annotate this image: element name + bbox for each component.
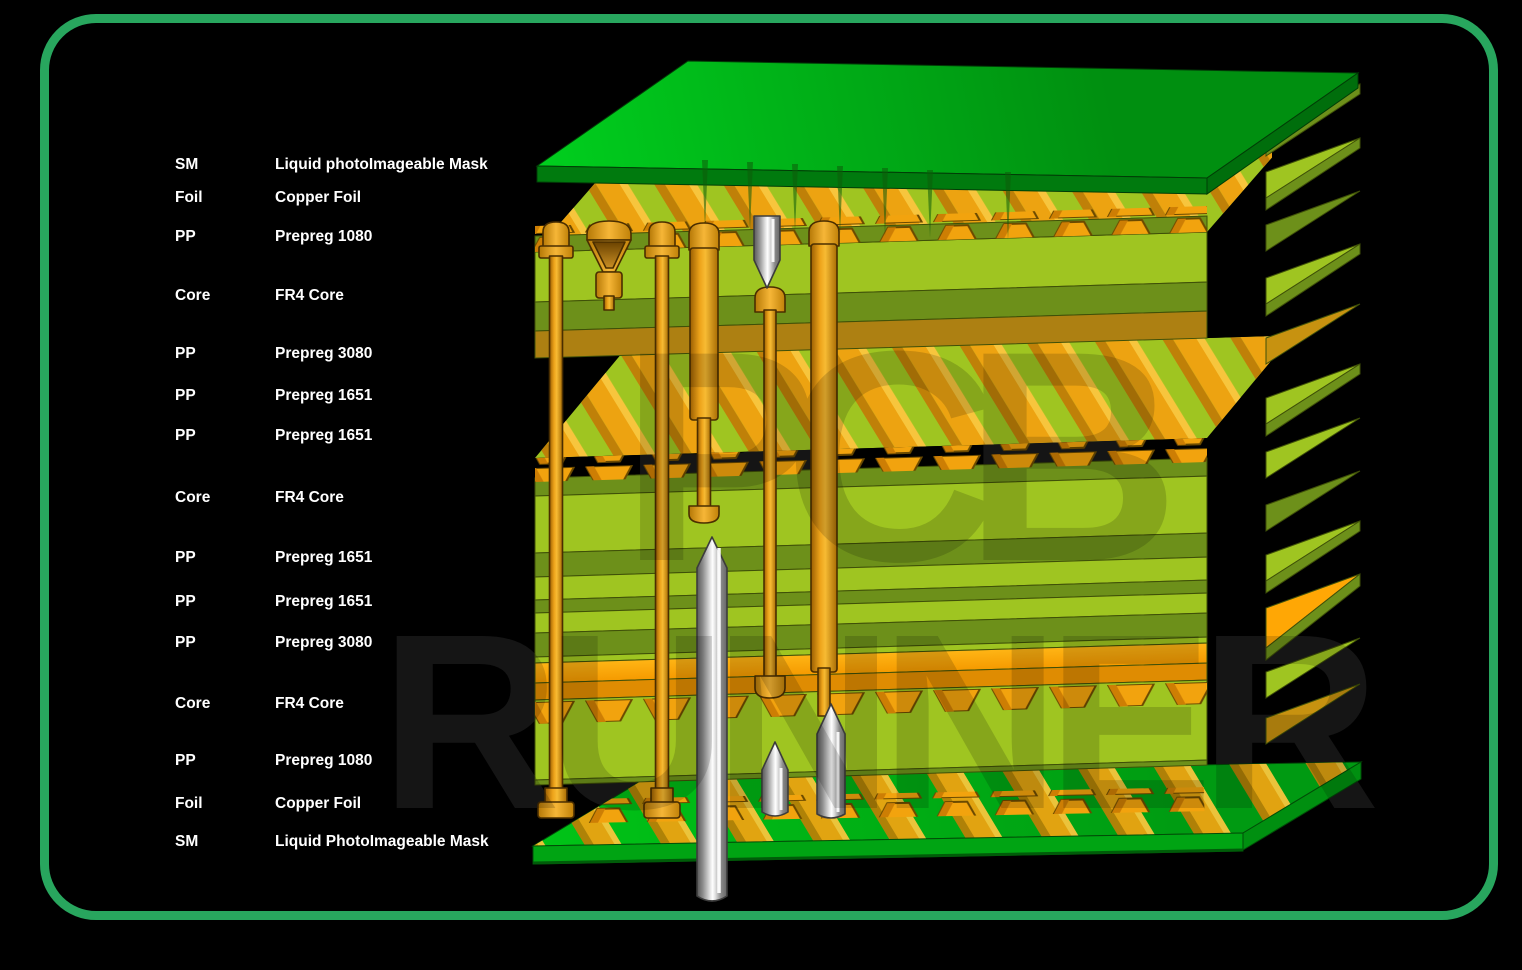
layer-name: Prepreg 1651 <box>275 427 373 444</box>
layer-name: Prepreg 3080 <box>275 634 373 651</box>
soldermask-drips <box>702 160 1011 240</box>
filled-microvia-funnel <box>586 220 632 311</box>
layer-code: Core <box>175 287 211 304</box>
layer-edge-wedges <box>1265 83 1361 745</box>
layer-name: Copper Foil <box>275 189 362 206</box>
layer-name: FR4 Core <box>275 695 344 712</box>
through-via <box>537 221 575 819</box>
layer-name: Liquid photoImageable Mask <box>275 156 488 173</box>
layer-name: Prepreg 1080 <box>275 752 373 769</box>
svg-text:PCB: PCB <box>620 288 1180 624</box>
layer-name: Prepreg 1651 <box>275 549 373 566</box>
layer-name: Prepreg 3080 <box>275 345 373 362</box>
layer-name: FR4 Core <box>275 287 344 304</box>
layer-code: PP <box>175 752 196 769</box>
layer-code: PP <box>175 634 196 651</box>
layer-code: Core <box>175 489 211 506</box>
through-via <box>808 220 840 717</box>
layer-code: PP <box>175 345 196 362</box>
layer-code: Core <box>175 695 211 712</box>
blind-via <box>688 222 720 524</box>
layer-code: Foil <box>175 189 203 206</box>
layer-name: Copper Foil <box>275 795 362 812</box>
drill-pin-up <box>761 741 789 817</box>
svg-text:RUNNER: RUNNER <box>380 582 1380 861</box>
through-via <box>643 221 681 819</box>
buried-via <box>754 286 786 699</box>
drill-pin-down <box>753 215 781 289</box>
layer-name: FR4 Core <box>275 489 344 506</box>
layer-name: Liquid PhotoImageable Mask <box>275 833 489 850</box>
layer-name: Prepreg 1080 <box>275 228 373 245</box>
layer-code: PP <box>175 549 196 566</box>
layer-code: PP <box>175 427 196 444</box>
layer-code: SM <box>175 833 199 850</box>
watermark-text-front: PCB RUNNER <box>380 288 1380 861</box>
drill-pin-large <box>696 536 728 902</box>
layer-code: SM <box>175 156 199 173</box>
layer-code: PP <box>175 228 196 245</box>
layer-name: Prepreg 1651 <box>275 593 373 610</box>
layer-code: PP <box>175 593 196 610</box>
layer-code: Foil <box>175 795 203 812</box>
drill-pin-up <box>816 703 846 819</box>
layer-name: Prepreg 1651 <box>275 387 373 404</box>
layer-code: PP <box>175 387 196 404</box>
